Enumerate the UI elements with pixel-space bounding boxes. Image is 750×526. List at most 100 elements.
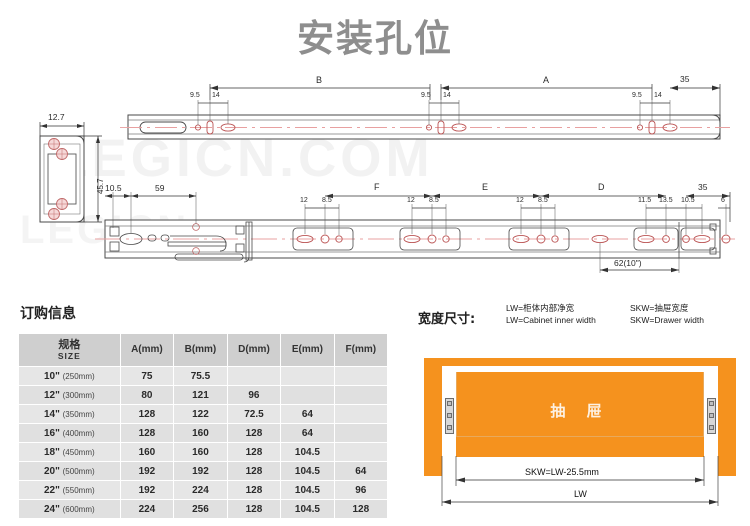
cell-size-mm: (350mm): [62, 409, 95, 419]
slide-rail-right: [707, 398, 716, 434]
table-row: 22" (550mm) 192 224 128 104.5 96: [18, 480, 389, 501]
cell-size-inch: 20": [43, 465, 60, 477]
cell-size-mm: (550mm): [62, 485, 95, 495]
cell-a: 75: [119, 366, 175, 387]
column-header-a: A(mm): [119, 332, 175, 368]
cell-e: [280, 385, 335, 406]
column-header-e: E(mm): [280, 332, 335, 368]
cell-size-inch: 24": [43, 503, 60, 515]
column-header-size-en: SIZE: [57, 350, 81, 361]
dim-label-A: A: [543, 75, 550, 85]
rail-ball-right-1: [709, 401, 714, 406]
cell-d: 128: [226, 442, 282, 463]
cell-e: 104.5: [280, 499, 335, 520]
cell-b: 75.5: [173, 366, 228, 387]
cell-d: 128: [226, 499, 282, 520]
drawer-label: 抽 屉: [550, 402, 610, 420]
order-info-table: 规格 SIZE A(mm) B(mm) D(mm) E(mm) F(mm) 10…: [18, 332, 389, 520]
cell-f: [333, 366, 389, 387]
cell-b: 122: [173, 404, 228, 425]
dim-label-9_5-g2: 9.5: [421, 92, 431, 99]
dim-label-8_5-p1: 8.5: [322, 197, 332, 204]
dim-label-35-bottom: 35: [698, 182, 708, 192]
cell-d: [226, 366, 282, 387]
dim-label-14-g3: 14: [654, 92, 662, 99]
legend-skw-cn: SKW=抽屉宽度: [630, 303, 689, 313]
dim-label-10_5: 10.5: [105, 183, 122, 193]
cell-size: 24" (600mm): [18, 499, 121, 520]
cell-b: 121: [173, 385, 228, 406]
column-header-size-cn: 规格: [58, 339, 81, 351]
dim-label-14-g1: 14: [212, 92, 220, 99]
cell-a: 80: [119, 385, 175, 406]
legend-lw: LW=柜体内部净宽 LW=Cabinet inner width: [506, 302, 596, 327]
cell-size-inch: 14": [43, 408, 60, 420]
cell-size-inch: 12": [43, 389, 60, 401]
table-row: 20" (500mm) 192 192 128 104.5 64: [18, 461, 389, 482]
dim-label-12-p3: 12: [516, 197, 524, 204]
cell-a: 224: [119, 499, 175, 520]
cell-b: 256: [173, 499, 228, 520]
cell-b: 160: [173, 442, 228, 463]
cell-size-mm: (600mm): [62, 504, 95, 514]
legend-lw-en: LW=Cabinet inner width: [506, 315, 596, 326]
drawer-outline: [456, 372, 704, 437]
legend-skw-en: SKW=Drawer width: [630, 315, 704, 326]
bottom-rail-drawing: 10.5 59 F E D 35 12 8.5 12 8.5 12 8.5 11…: [0, 178, 750, 283]
cell-e: 64: [280, 404, 335, 425]
cell-f: [333, 404, 389, 425]
dim-label-D: D: [598, 182, 605, 192]
cell-size: 14" (350mm): [18, 404, 121, 425]
rail-ball-left-3: [447, 425, 452, 430]
column-header-d: D(mm): [226, 332, 282, 368]
cell-f: [333, 442, 389, 463]
cell-size: 16" (400mm): [18, 423, 121, 444]
cell-size-inch: 18": [43, 446, 60, 458]
table-row: 24" (600mm) 224 256 128 104.5 128: [18, 499, 389, 520]
dim-label-11_5: 11.5: [638, 197, 652, 204]
cell-d: 96: [226, 385, 282, 406]
dim-label-width-12_7: 12.7: [48, 112, 65, 122]
order-info-heading: 订购信息: [20, 306, 76, 322]
cell-f: [333, 385, 389, 406]
legend-lw-cn: LW=柜体内部净宽: [506, 303, 575, 313]
dim-label-B: B: [316, 75, 323, 85]
dim-label-6: 6: [721, 197, 725, 204]
table-body: 10" (250mm) 75 75.5 12" (300mm) 80 121 9…: [18, 366, 389, 520]
cell-size-inch: 10": [43, 370, 60, 382]
cell-size-mm: (250mm): [62, 371, 95, 381]
rail-ball-right-2: [709, 413, 714, 418]
table-header-row: 规格 SIZE A(mm) B(mm) D(mm) E(mm) F(mm): [18, 332, 389, 368]
table-row: 10" (250mm) 75 75.5: [18, 366, 389, 387]
cell-b: 192: [173, 461, 228, 482]
cell-d: 72.5: [226, 404, 282, 425]
cell-f: [333, 423, 389, 444]
dim-label-9_5-g1: 9.5: [190, 92, 200, 99]
cell-f: 64: [333, 461, 389, 482]
cell-size-mm: (450mm): [62, 447, 95, 457]
table-row: 14" (350mm) 128 122 72.5 64: [18, 404, 389, 425]
dim-label-59: 59: [155, 183, 165, 193]
dim-label-35-top: 35: [680, 74, 690, 84]
width-heading: 宽度尺寸:: [418, 312, 476, 327]
dim-label-lw: LW: [570, 489, 591, 499]
cell-size-mm: (500mm): [62, 466, 95, 476]
column-header-b: B(mm): [173, 332, 228, 368]
cell-a: 160: [119, 442, 175, 463]
cell-d: 128: [226, 461, 282, 482]
cell-d: 128: [226, 480, 282, 501]
cell-e: 104.5: [280, 461, 335, 482]
dim-label-10_5-right: 10.5: [681, 197, 695, 204]
cell-size: 18" (450mm): [18, 442, 121, 463]
dim-label-14-g2: 14: [443, 92, 451, 99]
dim-label-skw: SKW=LW-25.5mm: [521, 467, 603, 477]
dim-label-62-10in: 62(10"): [614, 258, 642, 268]
dim-label-9_5-g3: 9.5: [632, 92, 642, 99]
dim-label-12-p1: 12: [300, 197, 308, 204]
cross-section-view: 12.7 45.7: [12, 108, 122, 258]
drawer-body: 抽 屉: [456, 372, 704, 457]
cell-a: 128: [119, 423, 175, 444]
dim-label-E: E: [482, 182, 489, 192]
cell-size-mm: (400mm): [62, 428, 95, 438]
